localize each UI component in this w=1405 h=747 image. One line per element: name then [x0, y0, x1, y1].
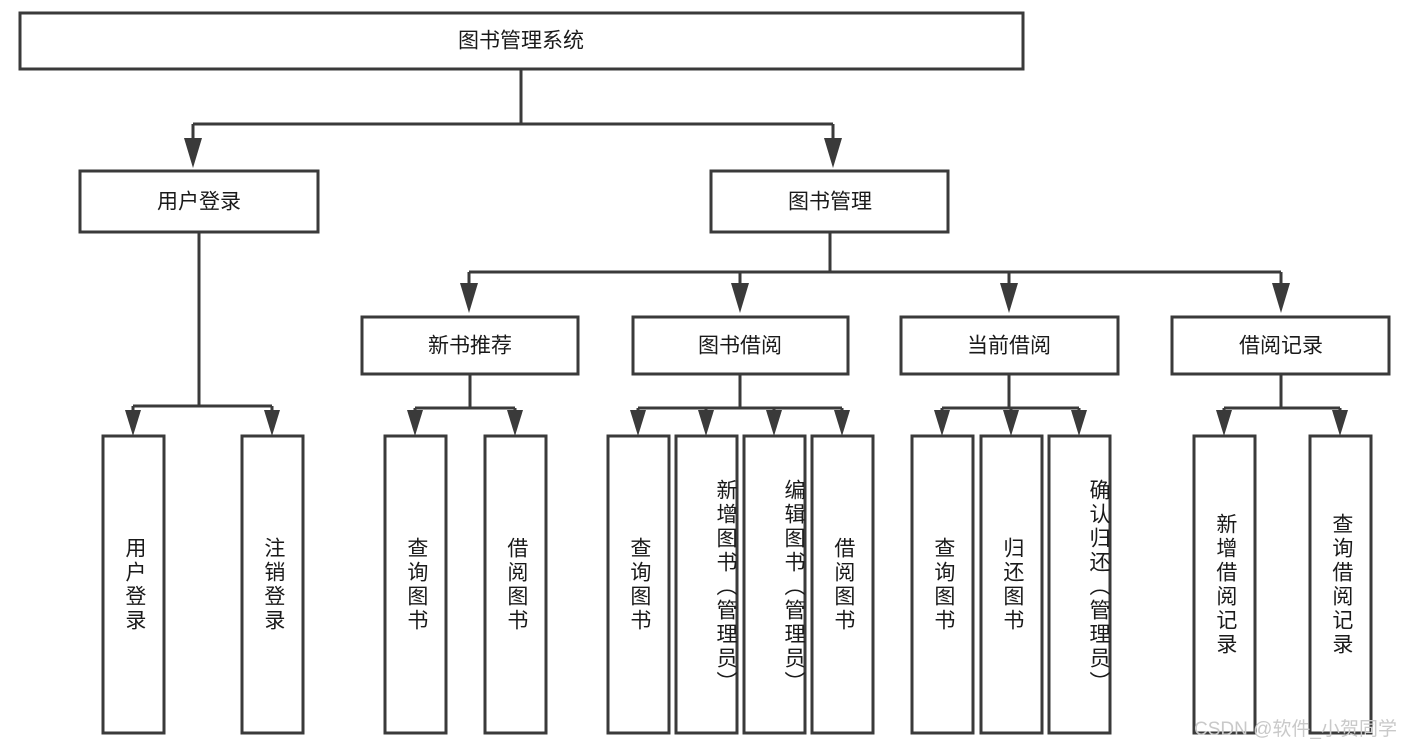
leaf-label-edit-book-admin: 编辑图书（管理员） — [782, 478, 805, 695]
arrow-head-icon — [125, 410, 141, 436]
leaf-label-query-book-2: 查询图书 — [627, 536, 651, 633]
node-current-borrow[interactable]: 当前借阅 — [899, 315, 1120, 376]
node-borrow-record-label: 借阅记录 — [1239, 335, 1323, 358]
arrow-head-icon — [1332, 410, 1348, 436]
node-root-label: 图书管理系统 — [458, 30, 584, 53]
node-root[interactable]: 图书管理系统 — [18, 11, 1025, 71]
arrow-head-icon — [184, 138, 202, 168]
node-book-borrow[interactable]: 图书借阅 — [631, 315, 850, 376]
leaf-box-add-borrow-record[interactable] — [1192, 434, 1257, 735]
leaf-label-query-book-1: 查询图书 — [404, 536, 428, 633]
node-book-management-label: 图书管理 — [788, 191, 872, 214]
node-new-book-recommend-box — [360, 315, 580, 376]
node-book-borrow-box — [631, 315, 850, 376]
arrow-head-icon — [1272, 283, 1290, 313]
node-new-book-recommend[interactable]: 新书推荐 — [360, 315, 580, 376]
leaf-label-return-book: 归还图书 — [1000, 536, 1024, 633]
leaf-box-add-book-admin[interactable] — [674, 434, 739, 735]
arrow-head-icon — [698, 410, 714, 436]
arrow-head-icon — [630, 410, 646, 436]
arrow-head-icon — [766, 410, 782, 436]
leaf-box-user-login[interactable] — [101, 434, 166, 735]
leaf-label-borrow-book-1: 借阅图书 — [504, 536, 528, 633]
leaf-label-query-borrow-record: 查询借阅记录 — [1329, 512, 1353, 657]
leaf-label-query-book-3: 查询图书 — [931, 536, 955, 633]
leaf-label-add-borrow-record: 新增借阅记录 — [1213, 512, 1237, 657]
arrow-head-icon — [407, 410, 423, 436]
connector-root-to-level2 — [184, 69, 842, 168]
arrow-head-icon — [507, 410, 523, 436]
arrow-head-icon — [731, 283, 749, 313]
arrow-head-icon — [934, 410, 950, 436]
arrow-head-icon — [460, 283, 478, 313]
leaf-box-confirm-return-admin[interactable] — [1047, 434, 1112, 735]
connector-bookborrow-to-leaves — [630, 374, 850, 436]
arrow-head-icon — [1216, 410, 1232, 436]
arrow-head-icon — [264, 410, 280, 436]
connector-currentborrow-to-leaves — [934, 374, 1087, 436]
connector-newbook-to-leaves — [407, 374, 523, 436]
arrow-head-icon — [1000, 283, 1018, 313]
leaf-label-confirm-return-admin: 确认归还（管理员） — [1087, 478, 1110, 695]
node-user-login[interactable]: 用户登录 — [78, 169, 320, 234]
arrow-head-icon — [834, 410, 850, 436]
node-book-management[interactable]: 图书管理 — [709, 169, 950, 234]
node-current-borrow-box — [899, 315, 1120, 376]
leaf-box-query-book-3[interactable] — [910, 434, 975, 735]
leaf-box-query-book-2[interactable] — [606, 434, 671, 735]
arrow-head-icon — [1071, 410, 1087, 436]
leaf-box-borrow-book-2[interactable] — [810, 434, 875, 735]
node-root-box — [18, 11, 1025, 71]
leaf-label-borrow-book-2: 借阅图书 — [831, 536, 855, 633]
leaf-label-user-login: 用户登录 — [122, 536, 146, 633]
arrow-head-icon — [824, 138, 842, 168]
node-user-login-label: 用户登录 — [157, 191, 241, 214]
leaf-box-borrow-book-1[interactable] — [483, 434, 548, 735]
leaf-box-logout[interactable] — [240, 434, 305, 735]
arrow-head-icon — [1003, 410, 1019, 436]
node-new-book-recommend-label: 新书推荐 — [428, 335, 512, 358]
leaf-label-logout: 注销登录 — [261, 536, 285, 633]
leaf-label-add-book-admin: 新增图书（管理员） — [714, 478, 737, 695]
connector-bookmgmt-to-level3 — [460, 232, 1290, 313]
node-current-borrow-label: 当前借阅 — [967, 335, 1051, 358]
connector-borrowrecord-to-leaves — [1216, 374, 1348, 436]
csdn-watermark: CSDN @软件_小贺同学 — [1194, 719, 1397, 740]
leaf-box-query-book-1[interactable] — [383, 434, 448, 735]
leaf-box-edit-book-admin[interactable] — [742, 434, 807, 735]
node-book-borrow-label: 图书借阅 — [698, 335, 782, 358]
connector-userlogin-to-leaves — [125, 232, 280, 436]
node-user-login-box — [78, 169, 320, 234]
node-borrow-record[interactable]: 借阅记录 — [1170, 315, 1391, 376]
leaf-box-query-borrow-record[interactable] — [1308, 434, 1373, 735]
leaf-box-return-book[interactable] — [979, 434, 1044, 735]
node-book-management-box — [709, 169, 950, 234]
